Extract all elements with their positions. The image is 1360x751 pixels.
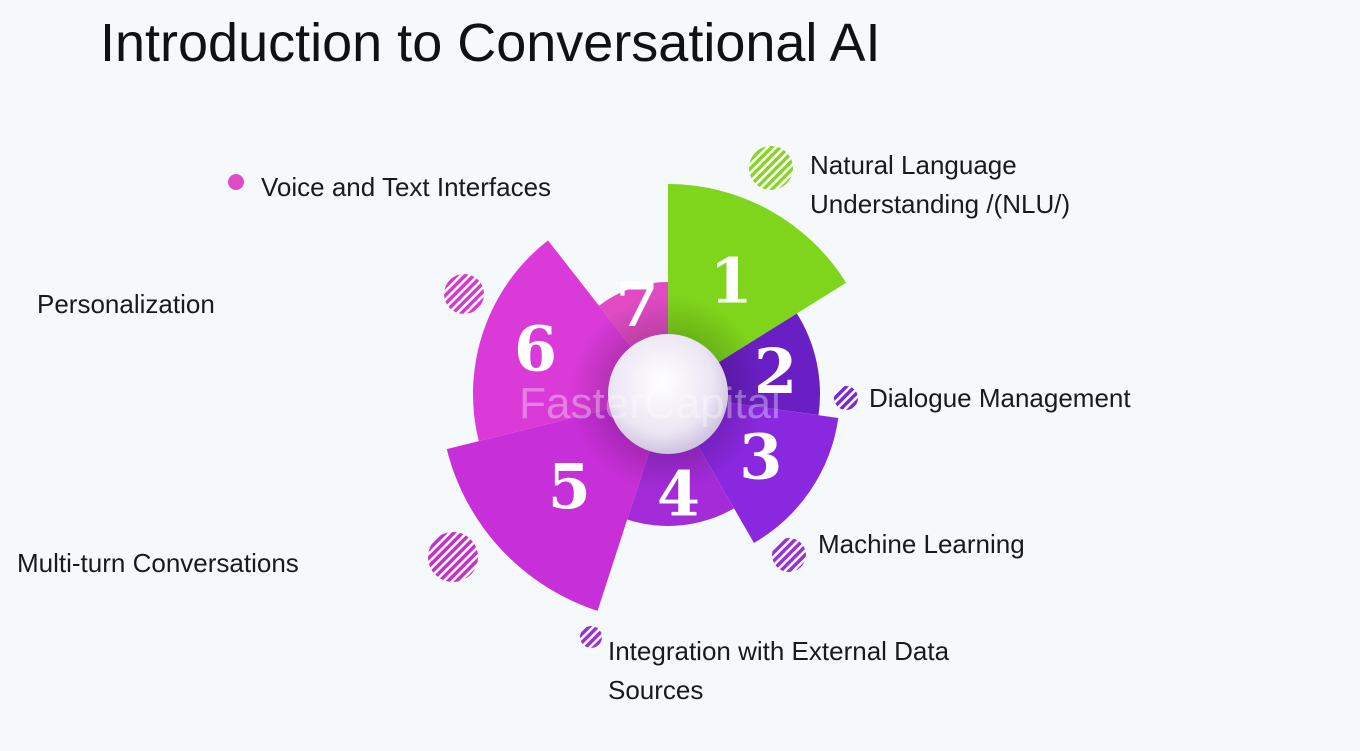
segment-number-2: 2 [754, 335, 797, 408]
segment-number-7: 7 [616, 268, 659, 341]
label-multi-turn: Multi-turn Conversations [17, 548, 299, 578]
label-nlu: Natural Language Understanding /(NLU/) [810, 150, 1071, 219]
striped-dot-icon [834, 386, 858, 410]
label-machine-learning: Machine Learning [818, 529, 1025, 559]
striped-dot-icon [444, 274, 484, 314]
label-integration: Integration with External Data Sources [608, 636, 950, 705]
watermark: FasterCapital [519, 379, 781, 428]
dot-icon [228, 174, 244, 190]
label-voice-text: Voice and Text Interfaces [261, 172, 552, 202]
segment-number-1: 1 [709, 244, 752, 317]
striped-dot-icon [428, 532, 478, 582]
page-title: Introduction to Conversational AI [100, 13, 881, 73]
segment-number-4: 4 [657, 457, 700, 530]
label-dialogue-management: Dialogue Management [869, 383, 1131, 413]
striped-dot-icon [580, 626, 602, 648]
striped-dot-icon [749, 146, 793, 190]
center-hub [608, 334, 728, 454]
label-personalization: Personalization [37, 289, 215, 319]
segment-number-5: 5 [548, 450, 591, 523]
segment-number-6: 6 [514, 312, 557, 385]
segment-number-3: 3 [739, 421, 782, 494]
striped-dot-icon [772, 538, 806, 572]
